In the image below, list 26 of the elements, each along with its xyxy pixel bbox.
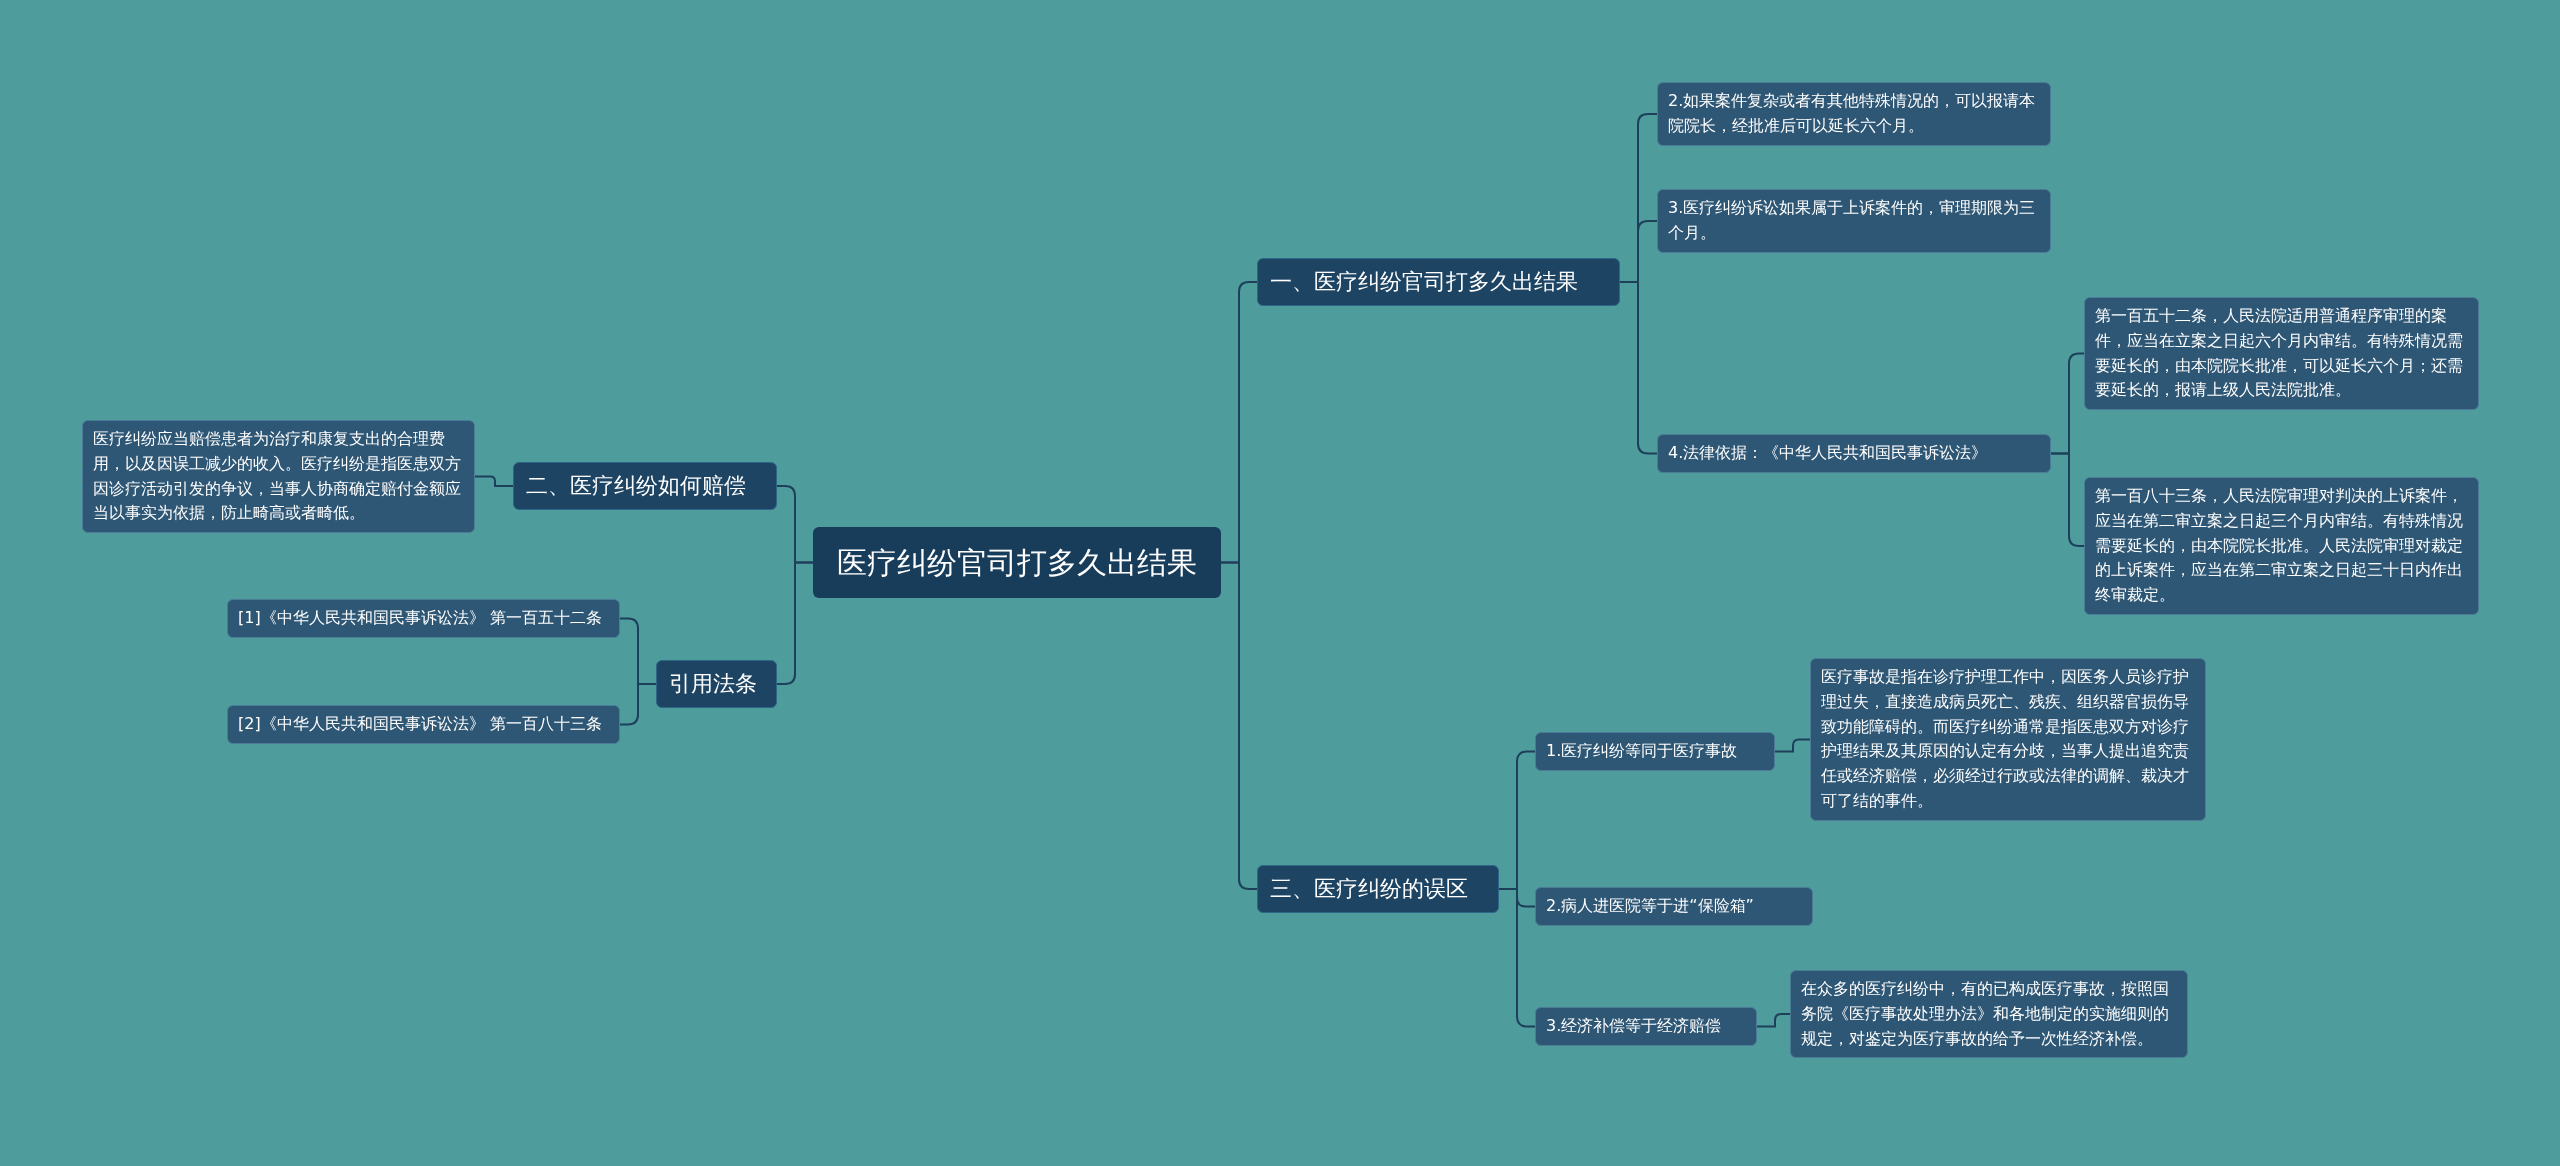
connector-line: [1619, 281, 1658, 455]
connector-line: [474, 475, 514, 487]
note-box: 医疗纠纷应当赔偿患者为治疗和康复支出的合理费用，以及因误工减少的收入。医疗纠纷是指医患双方因诊疗活动引发的争议，当事人协商确定赔付金额应当以事实为依据，防止畸高或者畸低。: [82, 420, 475, 534]
connector-line: [1756, 1013, 1791, 1028]
note-box: 在众多的医疗纠纷中，有的已构成医疗事故，按照国务院《医疗事故处理办法》和各地制定的实施细则的规定，对鉴定为医疗事故的给予一次性经济补偿。: [1790, 970, 2188, 1059]
note-box: 第一百五十二条，人民法院适用普通程序审理的案件，应当在立案之日起六个月内审结。有特殊情况需要延长的，由本院院长批准，可以延长六个月；还需要延长的，报请上级人民法院批准。: [2084, 297, 2479, 411]
branch-topic-box: 引用法条: [656, 660, 777, 708]
connector-line: [1774, 738, 1811, 753]
note-box: 3.经济补偿等于经济赔偿: [1535, 1007, 1757, 1046]
note-box: [1]《中华人民共和国民事诉讼法》 第一百五十二条: [227, 599, 620, 638]
note-box: 第一百八十三条，人民法院审理对判决的上诉案件，应当在第二审立案之日起三个月内审结。有特殊情况需要延长的，由本院院长批准。人民法院审理对裁定的上诉案件，应当在第二审立案之日起三十日内作出终审裁定。: [2084, 477, 2479, 615]
note-box: 2.如果案件复杂或者有其他特殊情况的，可以报请本院院长，经批准后可以延长六个月。: [1657, 82, 2051, 146]
branch-topic-box: 二、医疗纠纷如何赔偿: [513, 462, 777, 510]
root-topic-box: 医疗纠纷官司打多久出结果: [813, 527, 1221, 598]
note-box: 3.医疗纠纷诉讼如果属于上诉案件的，审理期限为三个月。: [1657, 189, 2051, 253]
branch-topic-box: 一、医疗纠纷官司打多久出结果: [1257, 258, 1620, 306]
note-box: [2]《中华人民共和国民事诉讼法》 第一百八十三条: [227, 705, 620, 744]
connector-line: [619, 683, 657, 726]
note-box: 4.法律依据：《中华人民共和国民事诉讼法》: [1657, 434, 2051, 473]
connector-line: [1220, 561, 1258, 890]
note-box: 1.医疗纠纷等同于医疗事故: [1535, 732, 1775, 771]
note-box: 2.病人进医院等于进“保险箱”: [1535, 887, 1813, 926]
branch-topic-box: 三、医疗纠纷的误区: [1257, 865, 1499, 913]
note-box: 医疗事故是指在诊疗护理工作中，因医务人员诊疗护理过失，直接造成病员死亡、残疾、组织器官损伤导致功能障碍的。而医疗纠纷通常是指医患双方对诊疗护理结果及其原因的认定有分歧，当事人提出追究责任或经济赔偿，必须经过行政或法律的调解、裁决才可了结的事件。: [1810, 658, 2206, 821]
connector-line: [1498, 888, 1536, 1028]
connector-line: [776, 561, 814, 685]
